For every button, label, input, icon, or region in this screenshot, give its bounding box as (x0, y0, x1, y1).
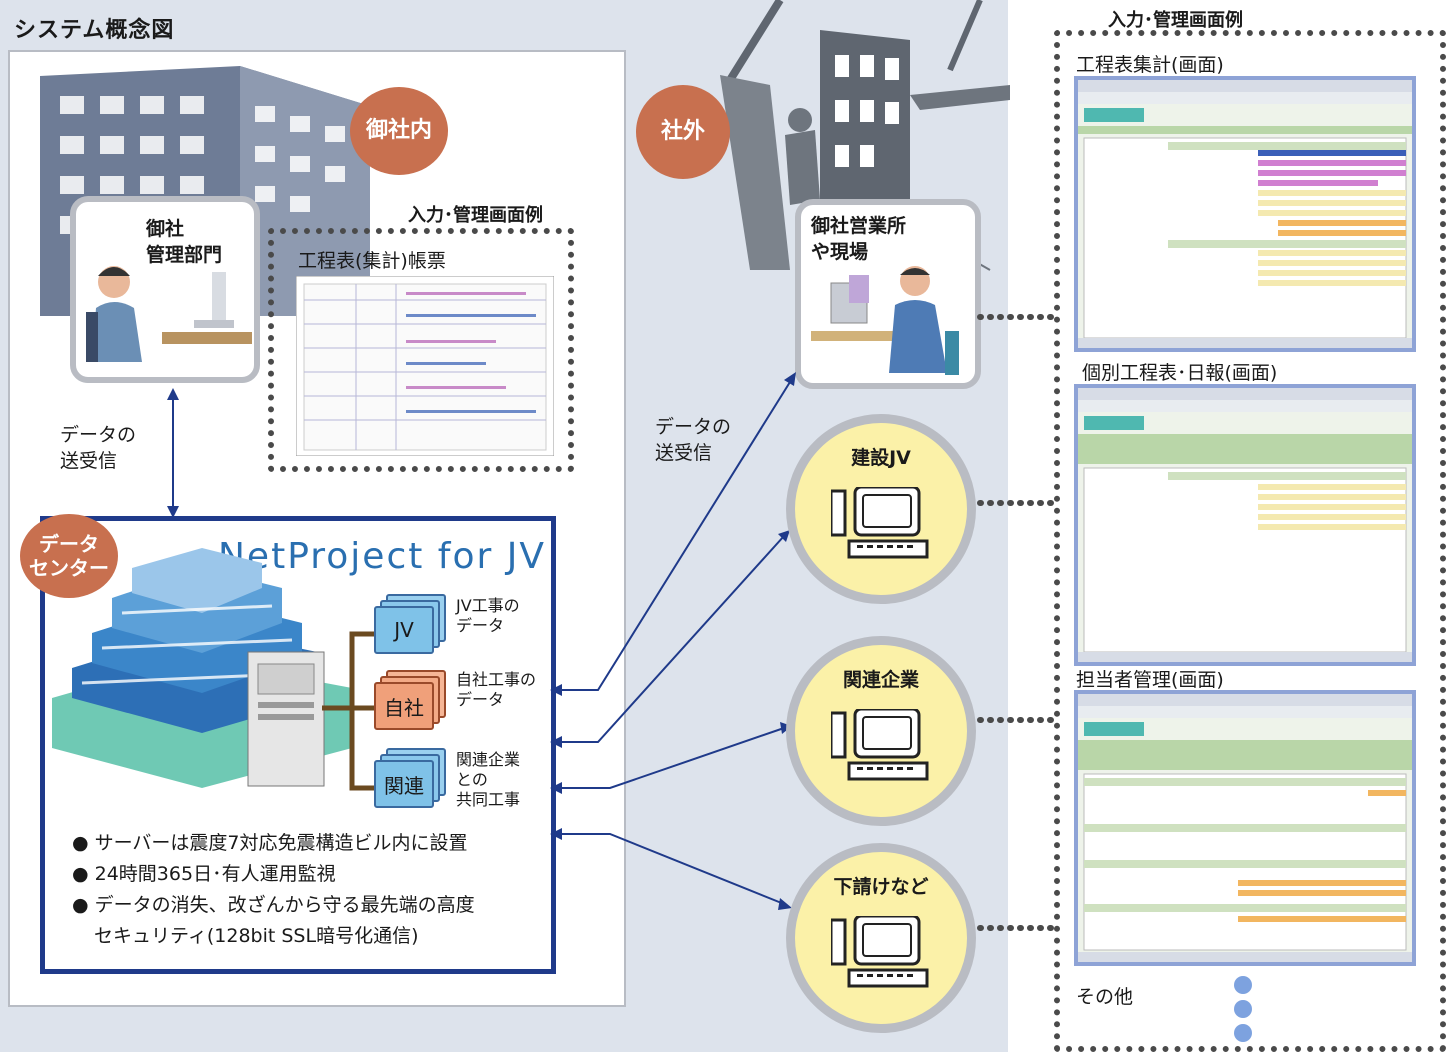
right-panel-title: 入力･管理画面例 (1108, 10, 1243, 31)
folder-own: 自社 (374, 670, 446, 730)
report-thumbnail (296, 276, 554, 456)
more-dot (1234, 1024, 1252, 1042)
exchange-arrows (550, 372, 796, 910)
screen-label-individual: 個別工程表･日報(画面) (1082, 362, 1278, 384)
computer-icon (831, 709, 929, 781)
page-title: システム概念図 (14, 18, 175, 43)
input-examples-label: 入力･管理画面例 (408, 205, 543, 226)
other-label: その他 (1076, 986, 1134, 1008)
dotted-connectors (977, 314, 1059, 931)
office-worker-illustration (86, 266, 252, 362)
computer-icon (831, 487, 929, 559)
partner-related-label: 関連企業 (842, 669, 919, 691)
screenshot-summary-image (1078, 80, 1412, 348)
outside-badge: 社外 (636, 85, 730, 179)
report-example-box: 工程表(集計)帳票 (268, 228, 574, 472)
screen-label-staff: 担当者管理(画面) (1076, 669, 1224, 691)
folder-related-tag: 関連 (374, 760, 434, 808)
screen-label-summary: 工程表集計(画面) (1076, 54, 1224, 76)
feature-list: ● サーバーは震度7対応免震構造ビル内に設置 ● 24時間365日･有人運用監視… (72, 828, 542, 952)
vertical-exchange-arrow (167, 388, 179, 518)
partner-sub-circle: 下請けなど (786, 843, 976, 1033)
feature-item: ● データの消失、改ざんから守る最先端の高度 (72, 894, 475, 916)
partner-related-circle: 関連企業 (786, 636, 976, 826)
site-label: 御社営業所 や現場 (811, 215, 907, 263)
screenshot-staff (1074, 690, 1416, 966)
feature-item: セキュリティ(128bit SSL暗号化通信) (94, 925, 419, 947)
feature-item: ● 24時間365日･有人運用監視 (72, 863, 336, 885)
site-worker-illustration (811, 266, 959, 375)
report-label: 工程表(集計)帳票 (298, 250, 446, 272)
partner-sub-label: 下請けなど (833, 876, 929, 898)
computer-icon (831, 916, 929, 988)
partner-jv-circle: 建設JV (786, 414, 976, 604)
datacenter-building-illustration (52, 548, 352, 788)
screenshot-individual-image (1078, 388, 1412, 662)
product-title: NetProject for JV (218, 536, 546, 577)
partner-jv-label: 建設JV (851, 447, 911, 469)
more-dot (1234, 976, 1252, 994)
folder-own-tag: 自社 (374, 682, 434, 730)
data-exchange-label-left: データの 送受信 (60, 424, 137, 472)
feature-item: ● サーバーは震度7対応免震構造ビル内に設置 (72, 832, 468, 854)
site-card: 御社営業所 や現場 (795, 199, 981, 389)
folder-jv: JV (374, 594, 446, 654)
folder-related: 関連 (374, 748, 446, 808)
screenshot-summary (1074, 76, 1416, 352)
data-exchange-label-right: データの 送受信 (655, 416, 732, 464)
folder-jv-text: JV工事の データ (456, 596, 520, 635)
inside-badge: 御社内 (350, 87, 448, 175)
folder-jv-tag: JV (374, 606, 434, 654)
screenshot-individual (1074, 384, 1416, 666)
construction-site-illustration (720, 0, 1010, 271)
more-dot (1234, 1000, 1252, 1018)
folder-own-text: 自社工事の データ (456, 670, 537, 709)
folder-related-text: 関連企業 との 共同工事 (456, 750, 521, 809)
datacenter-badge: データ センター (20, 514, 118, 598)
management-label: 御社 管理部門 (146, 218, 223, 266)
screenshot-staff-image (1078, 694, 1412, 962)
screen-examples-box (1054, 30, 1446, 1052)
management-card: 御社 管理部門 (70, 196, 260, 383)
